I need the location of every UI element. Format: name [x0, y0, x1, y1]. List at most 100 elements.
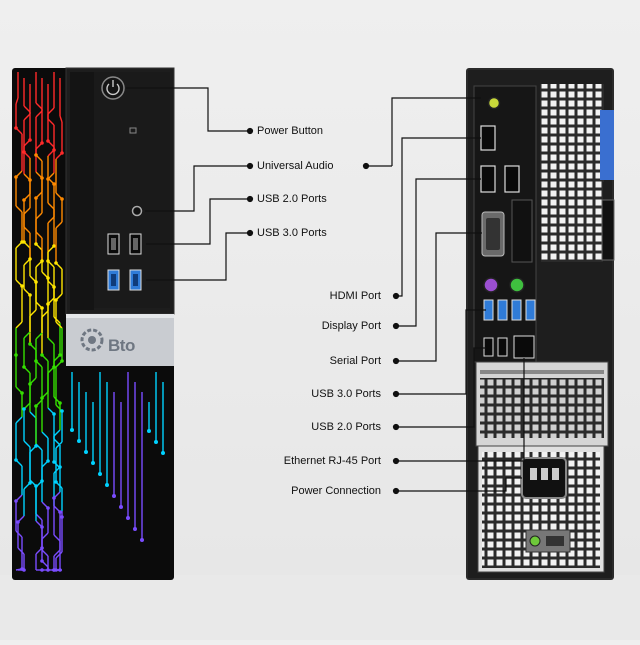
- circuit-trace: [23, 258, 31, 266]
- circuit-trace: [41, 532, 49, 540]
- circuit-node: [161, 451, 165, 455]
- usb3-port-icon: [525, 299, 536, 321]
- circuit-trace: [35, 212, 43, 220]
- circuit-trace: [59, 115, 63, 123]
- circuit-trace: [47, 107, 55, 115]
- circuit-trace: [23, 207, 31, 215]
- front-usb2-ports: [107, 233, 142, 255]
- circuit-trace: [29, 343, 37, 351]
- circuit-trace: [35, 480, 43, 488]
- circuit-trace: [47, 140, 55, 148]
- circuit-trace: [29, 309, 37, 317]
- circuit-node: [126, 516, 130, 520]
- circuit-trace: [23, 113, 31, 121]
- circuit-trace: [15, 416, 23, 424]
- circuit-trace: [53, 429, 61, 437]
- circuit-trace: [55, 221, 63, 229]
- usb3-port-icon: [497, 299, 508, 321]
- circuit-trace: [35, 243, 43, 251]
- circuit-trace: [23, 151, 31, 159]
- label-serial-port: Serial Port: [329, 355, 381, 367]
- circuit-trace: [23, 366, 31, 374]
- circuit-trace: [55, 441, 63, 449]
- circuit-trace: [53, 316, 61, 324]
- circuit-trace: [35, 332, 43, 340]
- circuit-trace: [53, 534, 61, 542]
- circuit-trace: [29, 445, 37, 453]
- circuit-trace: [23, 139, 31, 147]
- circuit-trace: [35, 360, 43, 368]
- circuit-trace: [53, 461, 61, 469]
- circuit-trace: [15, 97, 19, 105]
- ethernet-port-icon: [513, 335, 535, 359]
- circuit-node: [147, 429, 151, 433]
- circuit-pattern: [14, 72, 165, 572]
- hdmi-port-icon: [480, 125, 496, 151]
- circuit-trace: [35, 142, 43, 150]
- circuit-trace: [41, 310, 49, 318]
- circuit-trace: [55, 551, 63, 559]
- front-tower: [12, 67, 175, 580]
- circuit-trace: [35, 102, 43, 110]
- circuit-trace: [41, 431, 49, 439]
- circuit-node: [133, 527, 137, 531]
- circuit-trace: [35, 260, 43, 268]
- label-front-usb2: USB 2.0 Ports: [257, 193, 327, 205]
- circuit-trace: [53, 354, 61, 362]
- circuit-node: [84, 450, 88, 454]
- circuit-trace: [35, 110, 43, 118]
- circuit-trace: [53, 549, 61, 557]
- label-front-usb3: USB 3.0 Ports: [257, 227, 327, 239]
- circuit-trace: [23, 226, 31, 234]
- circuit-trace: [23, 241, 31, 249]
- brand-logo-icon: [80, 328, 104, 352]
- label-rear-usb3: USB 3.0 Ports: [311, 388, 381, 400]
- circuit-trace: [15, 459, 23, 467]
- circuit-trace: [41, 560, 49, 568]
- circuit-trace: [55, 152, 63, 160]
- circuit-trace: [29, 411, 37, 419]
- circuit-trace: [35, 513, 43, 521]
- circuit-trace: [55, 360, 63, 368]
- label-power-connection: Power Connection: [291, 485, 381, 497]
- label-rear-usb2: USB 2.0 Ports: [311, 421, 381, 433]
- label-ethernet-port: Ethernet RJ-45 Port: [283, 455, 381, 467]
- circuit-trace: [35, 547, 43, 555]
- circuit-trace: [15, 127, 23, 135]
- circuit-trace: [55, 481, 63, 489]
- circuit-trace: [53, 438, 61, 446]
- circuit-trace: [41, 549, 49, 557]
- power-button-icon: [101, 76, 125, 100]
- circuit-trace: [15, 205, 23, 213]
- circuit-trace: [47, 216, 55, 224]
- circuit-trace: [23, 331, 31, 339]
- circuit-trace: [53, 466, 61, 474]
- circuit-trace: [47, 366, 55, 374]
- usb3-port-icon: [511, 299, 522, 321]
- circuit-node: [112, 494, 116, 498]
- circuit-trace: [35, 154, 43, 162]
- front-usb3-ports: [107, 269, 142, 291]
- circuit-node: [98, 472, 102, 476]
- brand-logo-text: Bto: [108, 336, 135, 355]
- circuit-trace: [35, 443, 43, 451]
- circuit-trace: [15, 530, 23, 538]
- circuit-trace: [17, 547, 25, 555]
- circuit-node: [91, 461, 95, 465]
- circuit-node: [119, 505, 123, 509]
- rear-tower: [466, 68, 615, 580]
- circuit-trace: [55, 321, 63, 329]
- circuit-node: [140, 538, 144, 542]
- circuit-trace: [41, 354, 49, 362]
- displayport-icon: [480, 165, 496, 193]
- circuit-trace: [23, 482, 31, 490]
- circuit-node: [77, 439, 81, 443]
- circuit-node: [154, 440, 158, 444]
- circuit-trace: [47, 337, 55, 345]
- circuit-node: [105, 483, 109, 487]
- circuit-trace: [55, 262, 63, 270]
- circuit-trace: [23, 440, 31, 448]
- circuit-trace: [47, 245, 55, 253]
